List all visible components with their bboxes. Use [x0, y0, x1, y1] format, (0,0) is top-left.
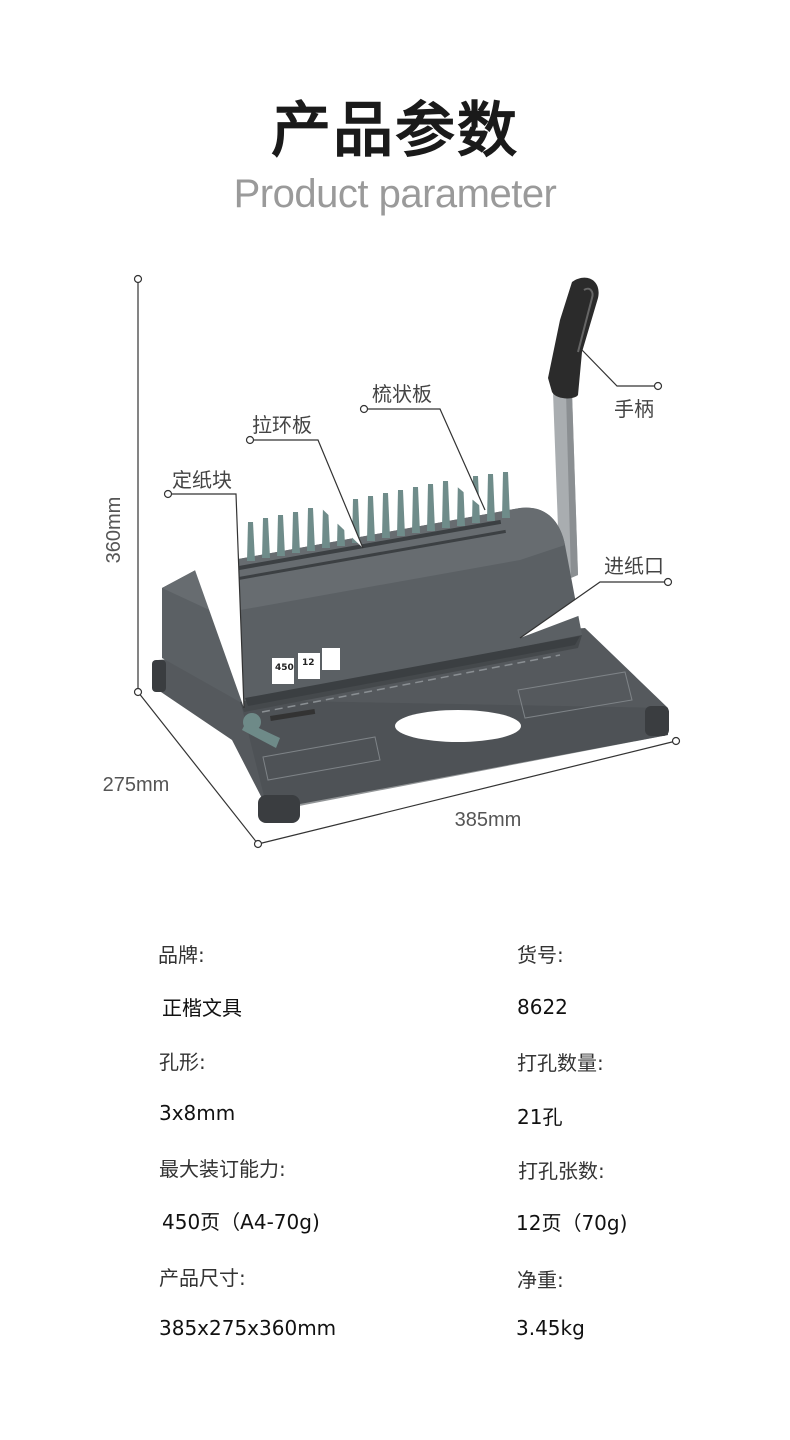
- dim-marker: [671, 736, 681, 746]
- dim-marker: [133, 687, 143, 697]
- page-subtitle: Product parameter: [233, 172, 557, 216]
- dim-marker: [133, 274, 143, 284]
- dim-width-label: 385mm: [455, 809, 522, 831]
- spec-hole-shape-value: 3x8mm: [159, 1101, 236, 1125]
- binding-machine-illustration: 450 12: [152, 277, 669, 823]
- paper-inlet-slot: [245, 636, 580, 706]
- spec-max-binding-value: 450页（A4-70g): [162, 1210, 320, 1234]
- base-cutout: [395, 710, 521, 742]
- spec-net-weight-value: 3.45kg: [516, 1316, 585, 1340]
- dimension-lines: [133, 274, 681, 849]
- spec-punch-sheets-value: 12页（70g): [516, 1211, 628, 1235]
- foot: [152, 660, 166, 692]
- spec-max-binding-label: 最大装订能力:: [159, 1157, 286, 1181]
- callout-paper-stop: 定纸块: [172, 468, 232, 492]
- spec-hole-count-label: 打孔数量:: [517, 1051, 604, 1075]
- foot: [258, 795, 300, 823]
- spec-hole-count-value: 21孔: [517, 1105, 563, 1129]
- spec-item-no-label: 货号:: [517, 943, 564, 967]
- foot: [645, 706, 669, 736]
- spec-item-no-value: 8622: [517, 995, 568, 1019]
- spec-size-label: 产品尺寸:: [159, 1266, 246, 1290]
- product-diagram: 360mm 275mm 385mm 45: [103, 274, 681, 849]
- spec-brand-value: 正楷文具: [162, 996, 242, 1020]
- callout-comb-plate: 梳状板: [372, 382, 432, 406]
- sticker-12: 12: [302, 658, 315, 668]
- label-sticker: [322, 648, 340, 670]
- spec-net-weight-label: 净重:: [517, 1268, 564, 1292]
- scale-panel: [262, 736, 381, 781]
- spec-brand-label: 品牌:: [158, 943, 205, 967]
- label-sticker: [298, 653, 320, 679]
- label-sticker: [272, 658, 294, 684]
- callout-pull-ring-plate: 拉环板: [252, 413, 312, 437]
- spec-hole-shape-label: 孔形:: [159, 1050, 206, 1074]
- callout-paper-inlet: 进纸口: [604, 554, 664, 578]
- dim-height-label: 360mm: [103, 497, 125, 564]
- callout-lines: [163, 349, 673, 709]
- dim-depth-label: 275mm: [103, 774, 170, 796]
- page-title: 产品参数: [271, 96, 519, 166]
- spec-punch-sheets-label: 打孔张数:: [518, 1159, 605, 1183]
- callout-handle: 手柄: [614, 397, 654, 421]
- handle-grip: [548, 277, 599, 399]
- spec-size-value: 385x275x360mm: [159, 1316, 337, 1340]
- sticker-450: 450: [275, 663, 294, 673]
- dim-marker: [253, 839, 263, 849]
